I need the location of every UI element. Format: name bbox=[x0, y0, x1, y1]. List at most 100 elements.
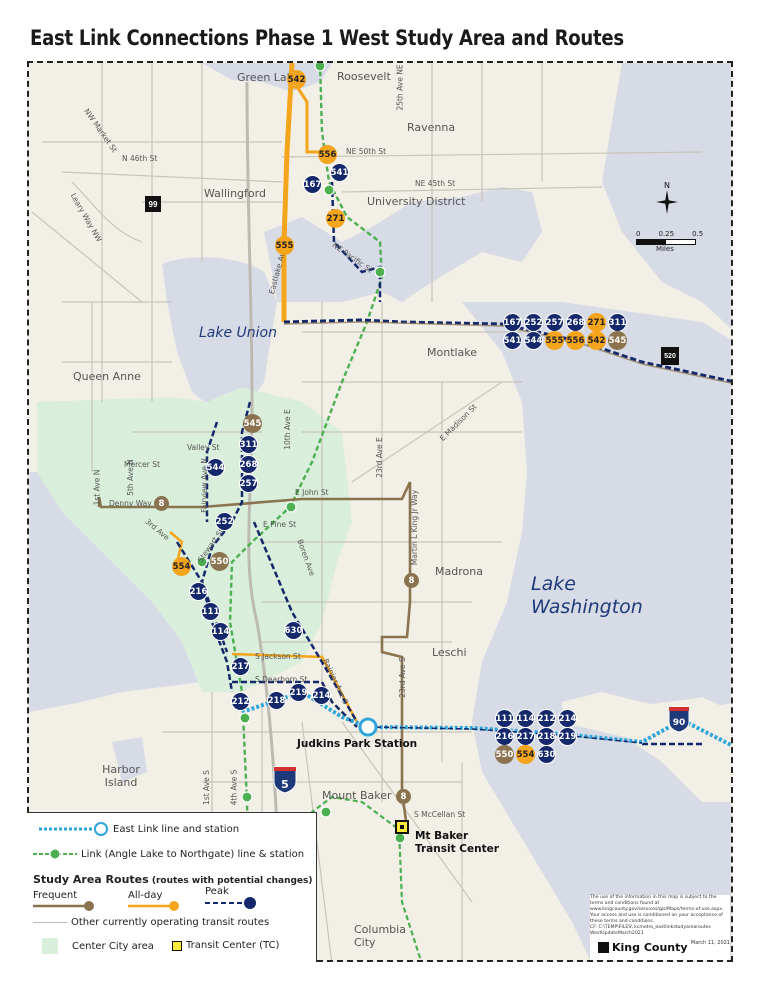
route-badge-219[interactable]: 219 bbox=[558, 727, 577, 746]
route-badge-542[interactable]: 542 bbox=[587, 331, 606, 350]
street-denny-way: Denny Way bbox=[109, 499, 152, 508]
route-badge-167[interactable]: 167 bbox=[503, 313, 522, 332]
label-ravenna: Ravenna bbox=[407, 121, 456, 134]
route-badge-8-denny[interactable]: 8 bbox=[154, 496, 169, 511]
route-badge-212[interactable]: 212 bbox=[537, 709, 556, 728]
disclaimer-box: The use of the information in this map i… bbox=[590, 895, 730, 960]
svg-text:N: N bbox=[664, 181, 670, 190]
route-badge-8-mlk[interactable]: 8 bbox=[404, 573, 419, 588]
street-1st-ave-s: 1st Ave S bbox=[201, 770, 211, 805]
street-s-mccellan: S McCellan St bbox=[414, 810, 466, 819]
king-county-logo: King County bbox=[598, 941, 688, 954]
legend-peak: Peak bbox=[205, 886, 257, 912]
transit-center-icon bbox=[172, 940, 182, 951]
legend-other-routes: Other currently operating transit routes bbox=[33, 917, 269, 928]
station-judkins-park[interactable]: Judkins Park Station bbox=[297, 738, 418, 750]
route-cluster-i90-row3: 550 554 630 bbox=[495, 745, 556, 764]
street-valley: Valley St bbox=[187, 443, 220, 452]
route-badge-214[interactable]: 214 bbox=[558, 709, 577, 728]
street-mlk-jr-way: Martin L King Jr Way bbox=[410, 489, 420, 566]
route-badge-218[interactable]: 218 bbox=[537, 727, 556, 746]
route-badge-545-map[interactable]: 545 bbox=[243, 414, 262, 433]
street-ne-50th: NE 50th St bbox=[346, 147, 387, 156]
label-columbia-city: Columbia City bbox=[354, 923, 406, 949]
route-badge-541[interactable]: 541 bbox=[503, 331, 522, 350]
svg-text:5: 5 bbox=[281, 778, 289, 791]
route-badge-544[interactable]: 544 bbox=[524, 331, 543, 350]
route-badge-542-map[interactable]: 542 bbox=[287, 70, 306, 89]
route-badge-630[interactable]: 630 bbox=[537, 745, 556, 764]
street-e-john: E John St bbox=[295, 488, 329, 497]
label-lake-union: Lake Union bbox=[199, 325, 277, 341]
route-badge-555-map[interactable]: 555 bbox=[275, 236, 294, 255]
route-badge-216[interactable]: 216 bbox=[495, 727, 514, 746]
route-badge-257-map[interactable]: 257 bbox=[239, 474, 258, 493]
scale-bar: 0 0.25 0.5 Miles bbox=[636, 230, 704, 253]
route-badge-218-map[interactable]: 218 bbox=[267, 691, 286, 710]
route-badge-556-map[interactable]: 556 bbox=[318, 145, 337, 164]
route-badge-268[interactable]: 268 bbox=[566, 313, 585, 332]
route-badge-556[interactable]: 556 bbox=[566, 331, 585, 350]
route-badge-271[interactable]: 271 bbox=[587, 313, 606, 332]
route-badge-554-map[interactable]: 554 bbox=[172, 557, 191, 576]
route-badge-271-map[interactable]: 271 bbox=[326, 209, 345, 228]
route-badge-544-map[interactable]: 544 bbox=[206, 458, 225, 477]
street-5th-ave-n: 5th Ave N bbox=[125, 459, 135, 496]
street-23rd-ave-s: 23rd Ave S bbox=[397, 657, 407, 698]
route-cluster-sr520-row1: 167 252 257 268 271 311 bbox=[503, 313, 627, 332]
route-badge-554[interactable]: 554 bbox=[516, 745, 535, 764]
route-badge-114-map[interactable]: 114 bbox=[211, 622, 230, 641]
route-badge-214-map[interactable]: 214 bbox=[312, 686, 331, 705]
i90-shield: 90 bbox=[668, 706, 690, 733]
route-badge-8-mtbaker[interactable]: 8 bbox=[396, 789, 411, 804]
route-badge-111[interactable]: 111 bbox=[495, 709, 514, 728]
label-queen-anne: Queen Anne bbox=[73, 370, 141, 383]
label-leschi: Leschi bbox=[432, 646, 467, 659]
route-badge-217[interactable]: 217 bbox=[516, 727, 535, 746]
i5-shield: 5 bbox=[273, 766, 297, 794]
route-badge-311[interactable]: 311 bbox=[608, 313, 627, 332]
route-badge-555[interactable]: 555 bbox=[545, 331, 564, 350]
route-badge-212-map[interactable]: 212 bbox=[231, 692, 250, 711]
label-harbor-island: Harbor Island bbox=[102, 763, 140, 789]
label-wallingford: Wallingford bbox=[204, 187, 266, 200]
link-line-icon bbox=[33, 848, 77, 860]
route-badge-219-map[interactable]: 219 bbox=[289, 683, 308, 702]
legend-link: Link (Angle Lake to Northgate) line & st… bbox=[33, 847, 304, 861]
sr520-shield-icon: 520 bbox=[661, 347, 679, 365]
route-badge-550[interactable]: 550 bbox=[495, 745, 514, 764]
route-badge-268-map[interactable]: 268 bbox=[239, 455, 258, 474]
label-madrona: Madrona bbox=[435, 565, 483, 578]
route-badge-630-map[interactable]: 630 bbox=[284, 621, 303, 640]
route-badge-545[interactable]: 545 bbox=[608, 331, 627, 350]
street-23rd-ave-e: 23rd Ave E bbox=[374, 437, 384, 478]
route-badge-541-map[interactable]: 541 bbox=[330, 163, 349, 182]
route-badge-252-map[interactable]: 252 bbox=[215, 512, 234, 531]
sr99-shield-icon: 99 bbox=[145, 196, 161, 212]
route-badge-111-map[interactable]: 111 bbox=[201, 602, 220, 621]
north-arrow-icon: N bbox=[656, 181, 678, 214]
center-city-swatch-icon bbox=[42, 938, 58, 954]
label-montlake: Montlake bbox=[427, 346, 478, 359]
label-mount-baker: Mount Baker bbox=[322, 789, 392, 802]
route-badge-217-map[interactable]: 217 bbox=[231, 657, 250, 676]
route-badge-216-map[interactable]: 216 bbox=[189, 582, 208, 601]
route-badge-311-map[interactable]: 311 bbox=[239, 435, 258, 454]
route-badge-257[interactable]: 257 bbox=[545, 313, 564, 332]
label-university-district: University District bbox=[367, 195, 466, 208]
route-badge-550-map[interactable]: 550 bbox=[210, 552, 229, 571]
street-25th-ave-ne: 25th Ave NE bbox=[395, 64, 405, 111]
street-s-dearborn: S Dearborn St bbox=[255, 675, 308, 684]
legend: East Link line and station Link (Angle L… bbox=[27, 812, 317, 962]
legend-all-day: All-day bbox=[128, 890, 180, 914]
route-badge-114[interactable]: 114 bbox=[516, 709, 535, 728]
street-s-jackson: S Jackson St bbox=[255, 652, 301, 661]
route-badge-167-map[interactable]: 167 bbox=[303, 175, 322, 194]
street-mercer: Mercer St bbox=[124, 460, 160, 469]
route-badge-252[interactable]: 252 bbox=[524, 313, 543, 332]
peak-route-icon bbox=[205, 897, 256, 909]
map-frame[interactable]: 90 5 Green Lake Roosevelt Ravenna Wallin… bbox=[27, 61, 733, 962]
svg-text:90: 90 bbox=[673, 718, 686, 728]
station-mt-baker-tc[interactable]: Mt Baker Transit Center bbox=[415, 830, 499, 855]
street-ne-45th: NE 45th St bbox=[415, 179, 456, 188]
